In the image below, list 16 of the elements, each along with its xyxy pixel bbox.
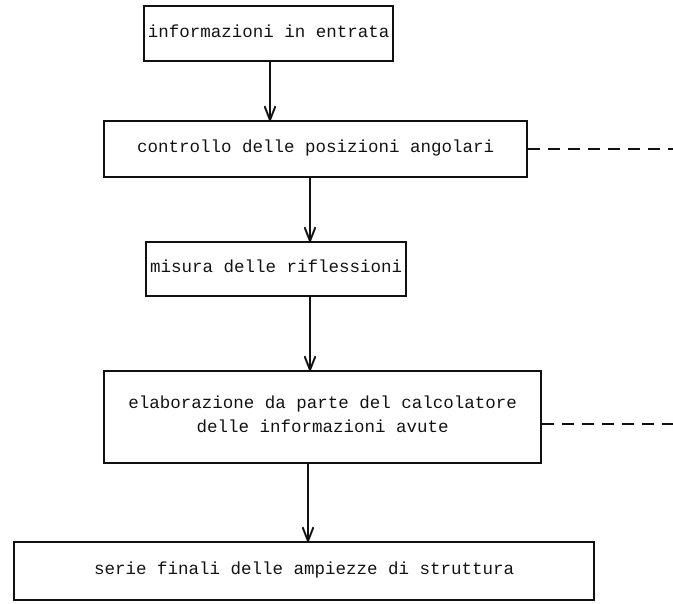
box-text: serie finali delle ampiezze di struttura bbox=[94, 559, 514, 582]
box-text: elaborazione da parte del calcolatore delle informazioni avute bbox=[127, 393, 518, 440]
dashed-line bbox=[528, 148, 673, 150]
arrow bbox=[304, 178, 316, 242]
box-text: informazioni in entrata bbox=[148, 22, 390, 45]
process-box bbox=[145, 241, 407, 297]
process-box bbox=[103, 370, 542, 464]
arrow bbox=[304, 297, 316, 371]
arrow bbox=[264, 62, 276, 121]
process-box bbox=[103, 120, 528, 178]
box-text: controllo delle posizioni angolari bbox=[136, 137, 494, 160]
process-box bbox=[13, 541, 595, 601]
box-text: misura delle riflessioni bbox=[150, 257, 402, 280]
dashed-line bbox=[542, 423, 673, 425]
process-box bbox=[143, 5, 394, 62]
arrow bbox=[302, 464, 314, 542]
